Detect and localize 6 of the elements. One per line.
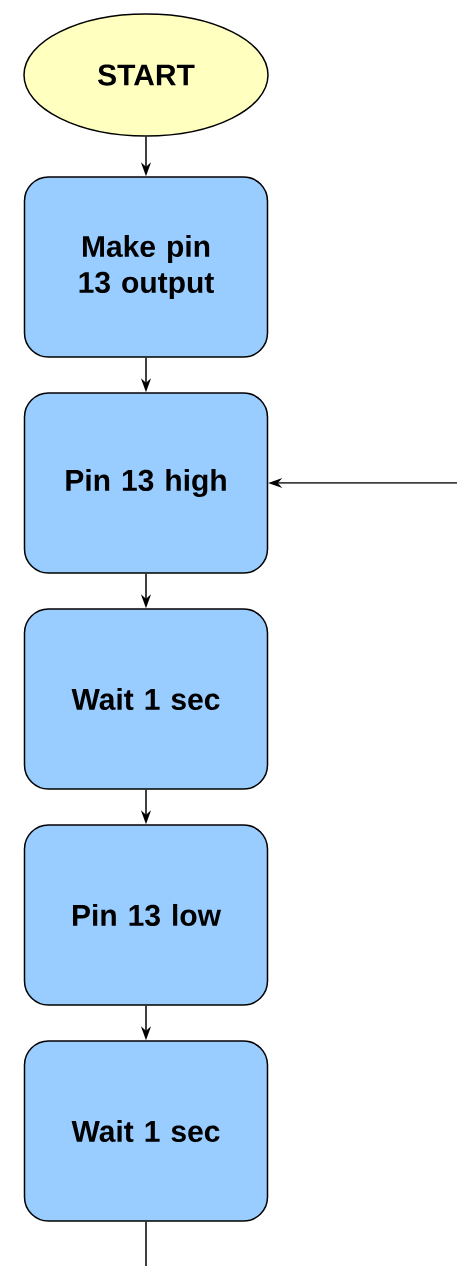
process-box: Make pin 13 output [23, 176, 269, 358]
process-box: Wait 1 sec [23, 1040, 269, 1222]
process-box: Wait 1 sec [23, 608, 269, 790]
connector-line [145, 1221, 147, 1266]
process-box: Pin 13 low [23, 824, 269, 1006]
process-box: Pin 13 high [23, 392, 269, 574]
